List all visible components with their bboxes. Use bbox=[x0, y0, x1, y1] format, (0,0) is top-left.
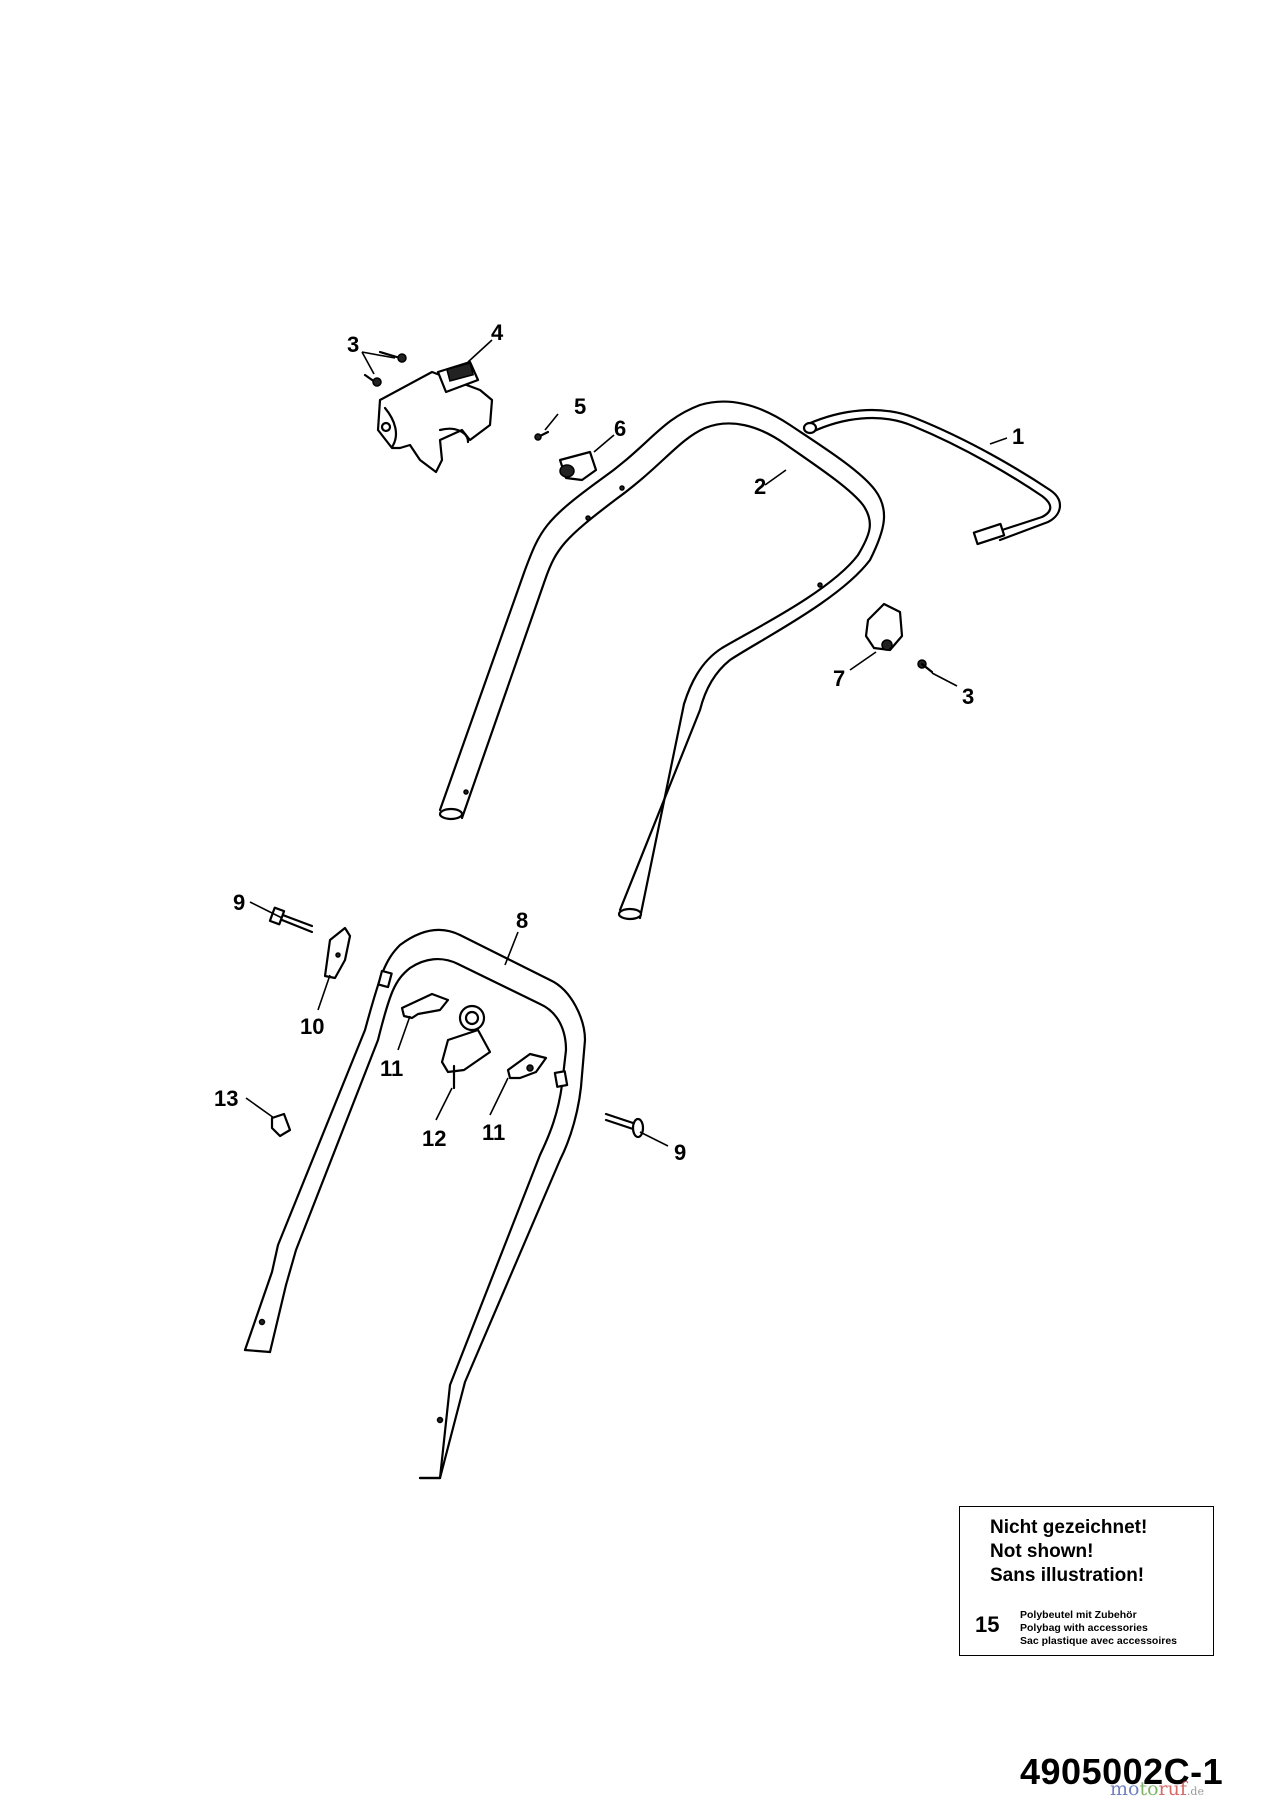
part-8-lower-handle bbox=[243, 928, 587, 1480]
part-2-upper-handle bbox=[438, 400, 886, 921]
callout-10: 10 bbox=[300, 1014, 324, 1039]
part-6-clip bbox=[558, 450, 598, 482]
watermark-logo: motoruf.de bbox=[1110, 1778, 1204, 1800]
part-7-clip bbox=[864, 602, 904, 652]
callout-4: 4 bbox=[491, 320, 504, 345]
callout-6: 6 bbox=[614, 416, 626, 441]
note-item-number: 15 bbox=[975, 1612, 1000, 1637]
callout-9-right: 9 bbox=[674, 1140, 686, 1165]
part-11-clamp-right bbox=[506, 1052, 548, 1080]
note-item-desc-fr: Sac plastique avec accessoires bbox=[1020, 1635, 1178, 1647]
part-4-switch-box bbox=[376, 360, 494, 474]
callout-1: 1 bbox=[1012, 424, 1024, 449]
note-item-desc-en: Polybag with accessories bbox=[1020, 1622, 1148, 1634]
part-3-screw-right bbox=[917, 659, 934, 674]
callout-12: 12 bbox=[422, 1126, 446, 1151]
part-1-upper-bar bbox=[802, 408, 1061, 546]
callout-11-left: 11 bbox=[380, 1056, 403, 1081]
callout-8: 8 bbox=[516, 908, 528, 933]
part-3-screws-top bbox=[363, 350, 407, 387]
callout-11-right: 11 bbox=[482, 1120, 505, 1145]
part-10-bracket bbox=[323, 926, 352, 980]
part-13-clip bbox=[270, 1112, 292, 1138]
note-line-fr: Sans illustration! bbox=[990, 1565, 1145, 1586]
callout-2: 2 bbox=[754, 474, 766, 499]
callout-7: 7 bbox=[833, 666, 845, 691]
callout-5: 5 bbox=[574, 394, 586, 419]
callout-13: 13 bbox=[214, 1086, 238, 1111]
callout-3-right: 3 bbox=[962, 684, 974, 709]
leader-lines bbox=[245, 339, 1008, 1147]
part-5-screw bbox=[534, 430, 550, 441]
part-9-bolt-left bbox=[268, 906, 314, 934]
callout-9-left: 9 bbox=[233, 890, 245, 915]
callout-3-top: 3 bbox=[347, 332, 359, 357]
part-9-bolt-right bbox=[604, 1112, 645, 1139]
part-11-clamp-left bbox=[400, 992, 450, 1020]
note-item-desc-de: Polybeutel mit Zubehör bbox=[1020, 1609, 1137, 1621]
not-shown-note: Nicht gezeichnet! Not shown! Sans illust… bbox=[959, 1506, 1214, 1656]
part-12-lever bbox=[440, 1004, 492, 1090]
note-line-de: Nicht gezeichnet! bbox=[990, 1517, 1148, 1538]
drawing-number: 4905002C-1 bbox=[1020, 1751, 1224, 1792]
note-line-en: Not shown! bbox=[990, 1541, 1094, 1562]
